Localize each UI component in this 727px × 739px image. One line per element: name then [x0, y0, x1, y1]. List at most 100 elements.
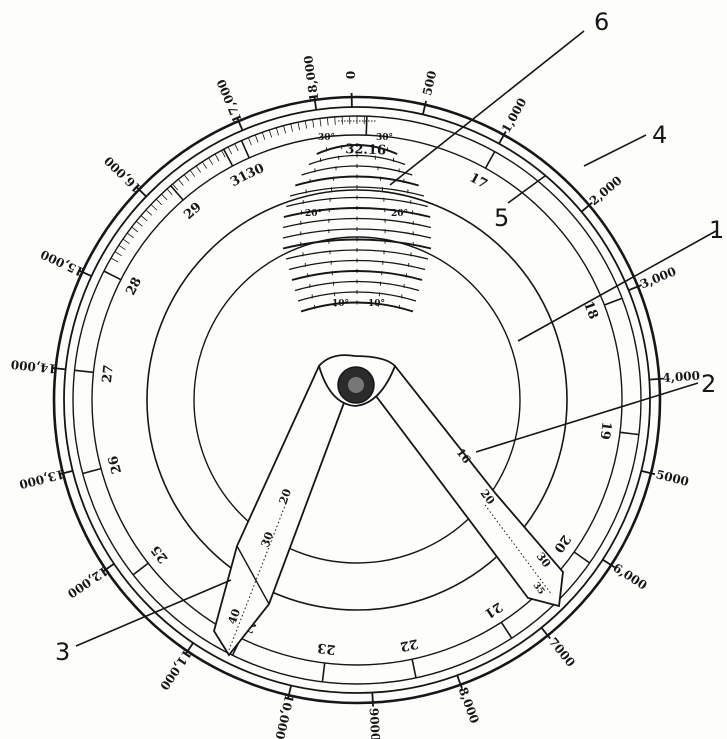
ladder-label: 20°: [305, 209, 322, 219]
outer-major-tick: [649, 377, 664, 381]
middle-minor-tick: [312, 119, 315, 128]
outer-label: 2,000: [587, 173, 625, 208]
outer-major-tick: [628, 284, 642, 292]
callout-6: 6: [594, 8, 609, 36]
outer-label: 0: [344, 71, 358, 80]
leader-2: [475, 382, 699, 453]
outer-label: 10,000: [272, 693, 296, 739]
pivot-screw-center: [348, 377, 364, 393]
middle-minor-tick: [118, 244, 126, 251]
outer-label: 6,000: [610, 560, 649, 592]
callouts: 1 2 3 4 5 6: [55, 8, 724, 666]
middle-major-tick: [365, 116, 368, 136]
outer-label: 4,000: [662, 369, 700, 386]
left-arm-label: 40: [226, 607, 244, 626]
middle-minor-tick: [214, 153, 220, 162]
middle-minor-tick: [145, 209, 153, 216]
middle-label: 25: [149, 542, 172, 565]
ladder-label: 10°: [368, 299, 385, 309]
outer-major-tick: [498, 131, 507, 145]
callout-1: 1: [709, 216, 724, 244]
outer-major-tick: [641, 470, 656, 476]
outer-label: 3,000: [638, 264, 678, 291]
middle-minor-tick: [304, 120, 308, 129]
outer-label: 18,000: [301, 55, 321, 102]
right-arm: 16 20 30 35: [371, 364, 564, 608]
outer-scale-ticks: [51, 92, 664, 707]
middle-minor-tick: [208, 157, 214, 165]
middle-minor-tick: [326, 117, 329, 126]
outer-major-tick: [236, 117, 244, 131]
middle-major-tick: [82, 467, 102, 475]
middle-label: 21: [482, 598, 505, 620]
middle-label: 20: [550, 532, 573, 555]
callout-4: 4: [652, 121, 667, 149]
middle-major-tick: [484, 151, 496, 169]
middle-minor-tick: [172, 183, 179, 191]
middle-minor-tick: [268, 129, 273, 138]
middle-major-tick: [604, 297, 623, 306]
leader-lines: [75, 30, 717, 647]
outer-major-tick: [51, 367, 66, 371]
middle-minor-tick: [183, 174, 190, 182]
middle-minor-tick: [283, 125, 286, 134]
middle-major-tick: [222, 148, 234, 167]
inner-scale-ring: [91, 134, 623, 666]
outer-label: 5000: [655, 467, 691, 489]
outer-label: 8,000: [456, 685, 482, 725]
middle-minor-tick: [155, 198, 163, 206]
callout-2: 2: [701, 370, 716, 398]
outer-label: 1,000: [499, 96, 529, 136]
middle-minor-tick: [161, 193, 168, 201]
middle-label: 23: [317, 640, 337, 657]
left-arm: 20 30 40: [213, 364, 353, 657]
middle-label: 30: [244, 161, 267, 182]
callout-3: 3: [55, 638, 70, 666]
middle-minor-tick: [126, 232, 134, 239]
middle-minor-tick: [195, 165, 202, 173]
middle-major-tick: [573, 551, 591, 564]
ladder-label: 30°: [376, 133, 393, 143]
leader-3: [75, 579, 232, 647]
leader-6: [389, 30, 585, 186]
middle-label: 17: [467, 170, 490, 192]
outer-major-tick: [184, 642, 194, 656]
leader-1: [517, 230, 717, 342]
middle-minor-tick: [341, 116, 343, 125]
leader-5: [507, 175, 546, 204]
middle-label: 29: [181, 200, 204, 223]
outer-major-tick: [287, 685, 292, 700]
middle-minor-tick: [110, 257, 119, 263]
middle-minor-tick: [334, 116, 336, 125]
middle-major-tick: [619, 431, 639, 436]
outer-ring: [52, 95, 662, 705]
outer-label: 16,000: [101, 154, 144, 196]
middle-label: 26: [106, 454, 125, 475]
middle-major-tick: [74, 369, 94, 374]
middle-minor-tick: [201, 161, 208, 169]
middle-minor-tick: [221, 150, 226, 158]
right-arm-outline: [371, 364, 564, 608]
outer-major-tick: [135, 186, 147, 198]
outer-label: 14,000: [10, 357, 57, 376]
middle-minor-tick: [254, 134, 259, 143]
middle-label: 28: [123, 275, 145, 298]
outer-scale-ring: [63, 106, 651, 694]
left-arm-label: 20: [277, 487, 295, 506]
outer-label: 17,000: [214, 77, 245, 125]
middle-major-tick: [500, 621, 513, 639]
ladder-label: 10°: [332, 299, 349, 309]
outer-label: 11,000: [157, 647, 194, 693]
middle-minor-tick: [297, 122, 300, 131]
inner-disc: [193, 236, 521, 564]
right-arm-scale: [484, 504, 553, 596]
pivot-hub: [318, 354, 397, 407]
middle-minor-tick: [189, 169, 196, 177]
outer-label: 500: [420, 69, 439, 97]
outer-label: 12,000: [65, 563, 111, 600]
outer-major-tick: [78, 269, 92, 278]
outer-major-tick: [422, 100, 427, 115]
middle-minor-tick: [177, 179, 184, 186]
